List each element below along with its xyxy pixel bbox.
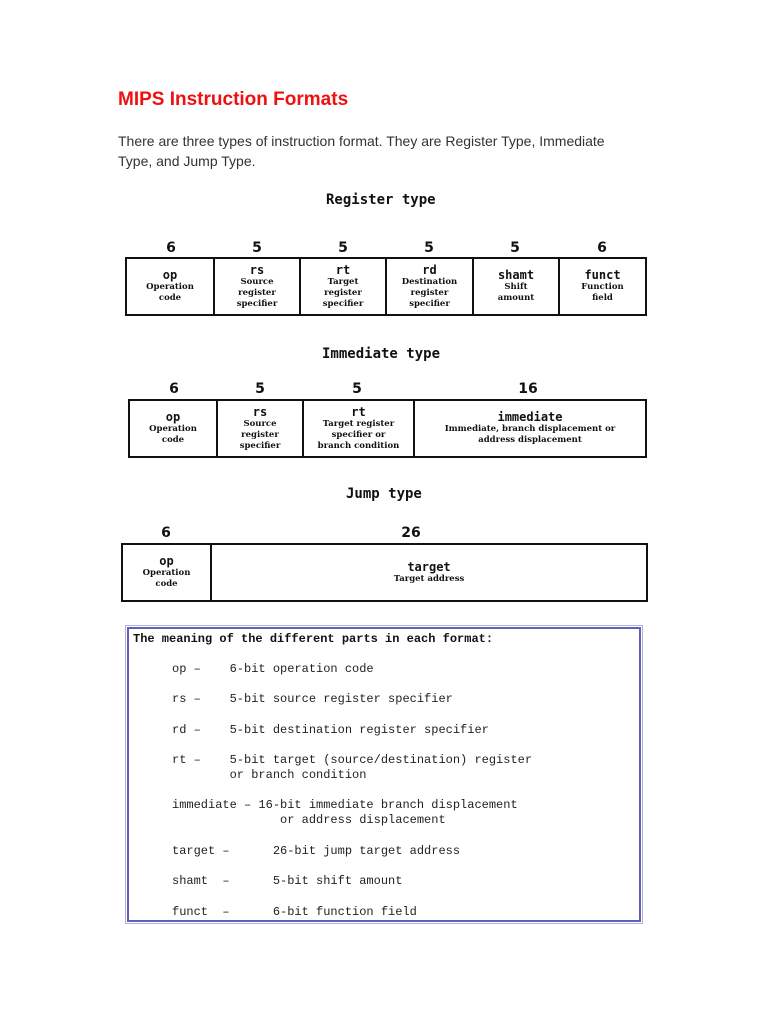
field-rt: rt Target register specifier or branch c… [304,401,415,456]
jump-type-title: Jump type [346,486,422,502]
jump-bit-widths: 6 26 [0,525,768,543]
bit-width: 5 [255,381,265,397]
bit-width: 16 [518,381,538,397]
field-name: rs [252,404,268,419]
field-op: op Operation code [123,545,212,600]
field-name: immediate [497,410,563,424]
field-rt: rt Target register specifier [301,259,387,314]
field-description: Operation code [142,568,191,589]
meaning-line: funct – 6-bit function field [172,905,417,919]
field-description: Source register specifier [236,276,278,309]
field-name: target [407,559,451,574]
field-description: Immediate, branch displacement or addres… [444,424,616,445]
bit-width: 26 [401,525,421,541]
bit-width: 5 [352,381,362,397]
jump-format-diagram: op Operation code target Target address [121,543,648,602]
field-name: op [162,268,178,282]
field-description: Target register specifier or branch cond… [317,418,400,451]
bit-width: 5 [510,240,520,256]
page-title: MIPS Instruction Formats [118,89,349,110]
field-name: rd [422,262,437,277]
field-target: target Target address [212,545,646,600]
meaning-line: or branch condition [172,768,367,782]
field-description: Operation code [149,424,197,445]
field-name: op [159,554,174,568]
field-shamt: shamt Shift amount [474,259,560,314]
field-name: funct [584,268,621,282]
bit-width: 5 [252,240,262,256]
field-funct: funct Function field [560,259,645,314]
field-name: op [165,410,181,424]
field-rs: rs Source register specifier [218,401,304,456]
field-description: Function field [581,282,624,303]
bit-width: 5 [424,240,434,256]
meaning-line: op – 6-bit operation code [172,662,374,676]
field-description: Destination register specifier [401,276,458,309]
immediate-format-diagram: op Operation code rs Source register spe… [128,399,647,458]
field-meanings-box: The meaning of the different parts in ea… [125,625,643,924]
intro-paragraph: There are three types of instruction for… [118,133,605,169]
field-rs: rs Source register specifier [215,259,301,314]
meaning-line: target – 26-bit jump target address [172,844,461,858]
field-op: op Operation code [130,401,218,456]
bit-width: 6 [161,525,171,541]
field-name: shamt [497,268,535,282]
meaning-line: rt – 5-bit target (source/destination) r… [172,753,533,767]
field-immediate: immediate Immediate, branch displacement… [415,401,645,456]
bit-width: 6 [166,240,176,256]
field-description: Source register specifier [239,418,281,451]
field-description: Target register specifier [322,276,364,309]
field-rd: rd Destination register specifier [387,259,474,314]
register-format-diagram: op Operation code rs Source register spe… [125,257,647,316]
bit-width: 5 [338,240,348,256]
meaning-line: rd – 5-bit destination register specifie… [172,723,489,737]
meanings-heading: The meaning of the different parts in ea… [133,632,494,646]
field-op: op Operation code [127,259,215,314]
field-name: rt [351,404,366,419]
immediate-bit-widths: 6 5 5 16 [0,381,768,399]
meaning-line: shamt – 5-bit shift amount [172,874,403,888]
immediate-type-title: Immediate type [322,346,441,362]
register-type-title: Register type [326,192,436,208]
meaning-line: immediate – 16-bit immediate branch disp… [172,798,518,812]
field-description: Shift amount [497,282,535,303]
bit-width: 6 [169,381,179,397]
field-description: Operation code [146,282,194,303]
field-name: rt [335,262,351,277]
field-name: rs [249,262,265,277]
field-description: Target address [393,573,465,584]
meaning-line: or address displacement [172,813,446,827]
bit-width: 6 [597,240,607,256]
meaning-line: rs – 5-bit source register specifier [172,692,453,706]
register-bit-widths: 6 5 5 5 5 6 [0,240,768,258]
